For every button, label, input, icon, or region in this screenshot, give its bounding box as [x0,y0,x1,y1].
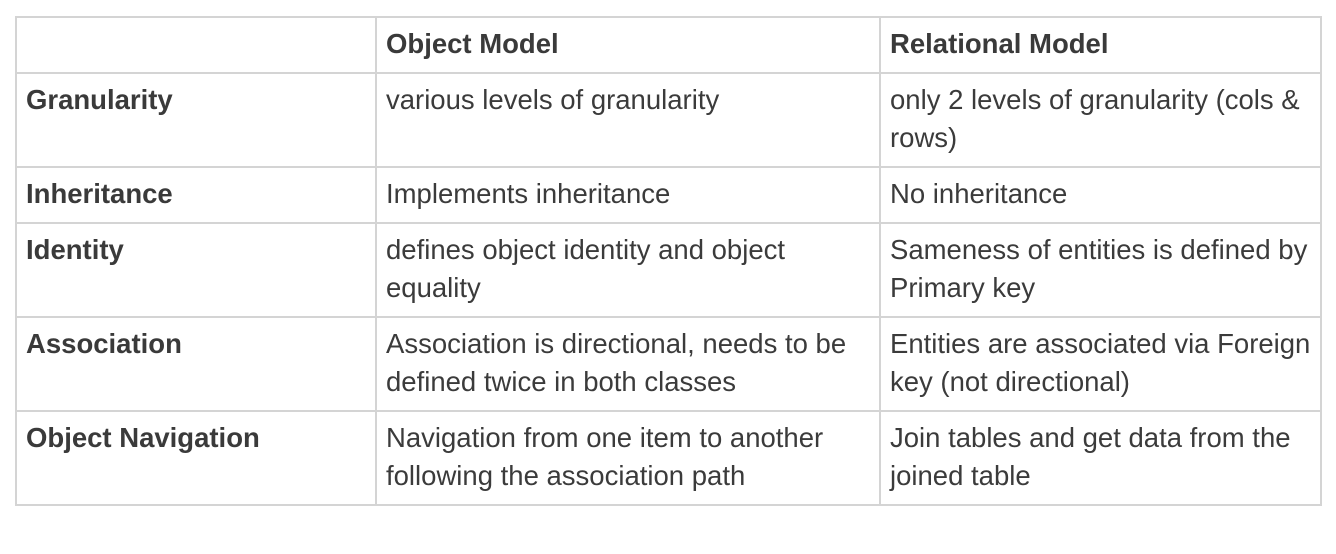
table-row: Inheritance Implements inheritance No in… [15,166,1322,224]
object-model-cell: defines object identity and object equal… [375,222,881,318]
comparison-table: Object Model Relational Model Granularit… [15,16,1322,506]
table-row: Association Association is directional, … [15,316,1322,412]
table-row: Object Navigation Navigation from one it… [15,410,1322,506]
relational-model-cell: Sameness of entities is defined by Prima… [879,222,1322,318]
row-label: Inheritance [15,166,377,224]
header-relational-model: Relational Model [879,16,1322,74]
object-model-cell: Implements inheritance [375,166,881,224]
comparison-table-container: Object Model Relational Model Granularit… [15,16,1322,506]
relational-model-cell: only 2 levels of granularity (cols & row… [879,72,1322,168]
header-empty-cell [15,16,377,74]
row-label: Association [15,316,377,412]
row-label: Identity [15,222,377,318]
relational-model-cell: Entities are associated via Foreign key … [879,316,1322,412]
table-row: Granularity various levels of granularit… [15,72,1322,168]
header-object-model: Object Model [375,16,881,74]
object-model-cell: various levels of granularity [375,72,881,168]
object-model-cell: Association is directional, needs to be … [375,316,881,412]
relational-model-cell: No inheritance [879,166,1322,224]
table-header-row: Object Model Relational Model [15,16,1322,74]
table-row: Identity defines object identity and obj… [15,222,1322,318]
row-label: Object Navigation [15,410,377,506]
row-label: Granularity [15,72,377,168]
object-model-cell: Navigation from one item to another foll… [375,410,881,506]
relational-model-cell: Join tables and get data from the joined… [879,410,1322,506]
